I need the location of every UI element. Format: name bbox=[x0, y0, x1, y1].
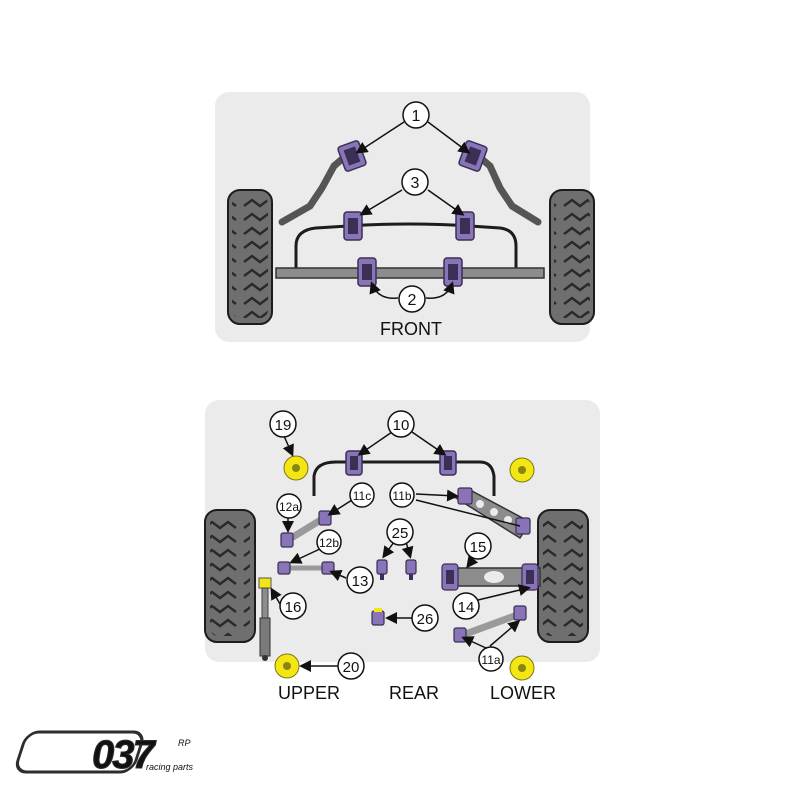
svg-text:13: 13 bbox=[352, 573, 369, 590]
rear-left-tyre bbox=[204, 509, 256, 643]
rear-bush-25 bbox=[376, 559, 417, 580]
upper-label: UPPER bbox=[278, 683, 340, 703]
callout-16: 16 bbox=[279, 592, 307, 620]
front-bush-3-left bbox=[343, 211, 363, 241]
svg-text:26: 26 bbox=[417, 611, 434, 628]
front-label: FRONT bbox=[380, 319, 442, 339]
rear-anti-roll-bar bbox=[312, 460, 496, 496]
rear-bush-26 bbox=[371, 608, 385, 626]
svg-text:25: 25 bbox=[392, 525, 409, 542]
front-bush-2-right bbox=[443, 257, 463, 287]
front-left-tyre bbox=[227, 189, 273, 325]
callout-14: 14 bbox=[452, 592, 480, 620]
front-left-wishbone bbox=[278, 150, 352, 226]
callout-2: 2 bbox=[398, 285, 426, 313]
front-callout-arrows bbox=[355, 121, 471, 299]
rear-lower-arm-14-15 bbox=[441, 563, 541, 591]
svg-text:12b: 12b bbox=[319, 536, 339, 550]
callout-10: 10 bbox=[387, 410, 415, 438]
rear-lower-link-11a bbox=[453, 605, 527, 643]
callout-11c: 11c bbox=[349, 482, 375, 508]
svg-text:11b: 11b bbox=[392, 489, 411, 503]
rear-label: REAR bbox=[389, 683, 439, 703]
svg-text:19: 19 bbox=[275, 417, 292, 434]
svg-text:2: 2 bbox=[408, 292, 417, 309]
callout-13: 13 bbox=[346, 566, 374, 594]
svg-text:037: 037 bbox=[92, 733, 156, 777]
front-panel-bg bbox=[215, 92, 590, 342]
front-bush-2-left bbox=[357, 257, 377, 287]
rear-bush-10-right bbox=[439, 450, 457, 476]
svg-text:RP: RP bbox=[178, 738, 191, 748]
callout-20: 20 bbox=[337, 652, 365, 680]
svg-text:10: 10 bbox=[393, 417, 410, 434]
svg-text:12a: 12a bbox=[279, 500, 299, 514]
brand-logo: 037 RP racing parts bbox=[15, 730, 194, 778]
rear-bush-20 bbox=[274, 653, 300, 679]
front-bush-3-right bbox=[455, 211, 475, 241]
callout-11b: 11b bbox=[389, 482, 415, 508]
front-section: 1 3 2 FRONT bbox=[215, 92, 595, 342]
callout-1: 1 bbox=[402, 101, 430, 129]
svg-text:16: 16 bbox=[285, 599, 302, 616]
callout-11a: 11a bbox=[478, 646, 504, 672]
rear-bush-yellow-right bbox=[509, 457, 535, 483]
callout-15: 15 bbox=[464, 532, 492, 560]
rear-bush-10-left bbox=[345, 450, 363, 476]
callout-19: 19 bbox=[269, 410, 297, 438]
callout-12b: 12b bbox=[316, 529, 342, 555]
rear-bush-yellow-lower bbox=[509, 655, 535, 681]
svg-text:3: 3 bbox=[411, 175, 420, 192]
callout-25: 25 bbox=[386, 518, 414, 546]
rear-bush-19 bbox=[283, 455, 309, 481]
svg-text:20: 20 bbox=[343, 659, 360, 676]
rear-lateral-link bbox=[277, 561, 335, 575]
rear-section: 19 10 12a 11c 11b 12b 25 13 bbox=[204, 400, 600, 703]
front-anti-roll-bar bbox=[294, 222, 518, 272]
callout-26: 26 bbox=[411, 604, 439, 632]
svg-text:11c: 11c bbox=[353, 489, 371, 503]
callout-3: 3 bbox=[401, 168, 429, 196]
svg-text:1: 1 bbox=[412, 108, 421, 125]
rear-right-tyre bbox=[537, 509, 589, 643]
callout-12a: 12a bbox=[276, 493, 302, 519]
front-subframe-beam bbox=[275, 267, 545, 279]
svg-text:15: 15 bbox=[470, 539, 487, 556]
rear-shock-absorber-16 bbox=[258, 577, 272, 661]
front-right-tyre bbox=[549, 189, 595, 325]
rear-callout-arrows bbox=[270, 431, 531, 672]
svg-text:racing parts: racing parts bbox=[146, 762, 194, 772]
front-right-wishbone bbox=[472, 150, 542, 226]
lower-label: LOWER bbox=[490, 683, 556, 703]
svg-text:11a: 11a bbox=[481, 653, 500, 667]
svg-text:14: 14 bbox=[458, 599, 475, 616]
